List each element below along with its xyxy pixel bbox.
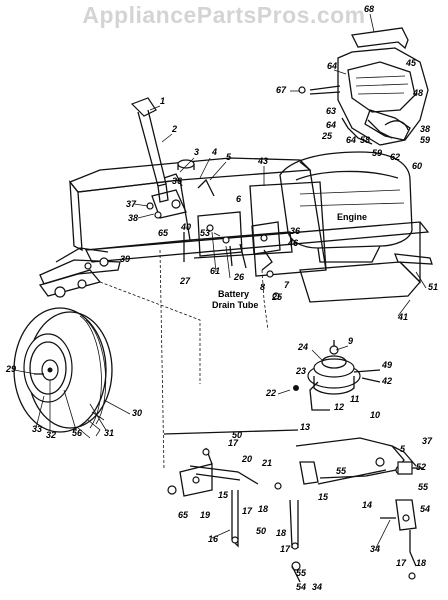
callout-68: 68 bbox=[364, 4, 374, 14]
callout-43: 43 bbox=[257, 156, 268, 166]
callout-7: 7 bbox=[284, 280, 290, 290]
callouts: 68 64 45 67 48 63 64 25 64 58 38 59 59 6… bbox=[5, 4, 438, 592]
callout-11: 11 bbox=[350, 394, 359, 404]
callout-34: 34 bbox=[312, 582, 322, 592]
rear-wheel bbox=[13, 307, 113, 439]
callout-50: 50 bbox=[232, 430, 242, 440]
shift-lever bbox=[130, 97, 215, 219]
callout-46: 46 bbox=[287, 238, 299, 248]
engine-assembly bbox=[298, 27, 429, 146]
callout-33: 33 bbox=[32, 424, 42, 434]
callout-17: 17 bbox=[280, 544, 291, 554]
callout-25: 25 bbox=[271, 292, 283, 302]
callout-18: 18 bbox=[416, 558, 426, 568]
callout-10: 10 bbox=[370, 410, 380, 420]
callout-64: 64 bbox=[346, 135, 356, 145]
callout-6: 6 bbox=[236, 194, 242, 204]
callout-62: 62 bbox=[390, 152, 400, 162]
callout-64: 64 bbox=[327, 61, 337, 71]
callout-55: 55 bbox=[418, 482, 429, 492]
callout-27: 27 bbox=[179, 276, 191, 286]
callout-59: 59 bbox=[372, 148, 382, 158]
callout-58: 58 bbox=[360, 135, 370, 145]
callout-51: 51 bbox=[428, 282, 438, 292]
callout-21: 21 bbox=[261, 458, 272, 468]
callout-17: 17 bbox=[228, 438, 239, 448]
callout-5: 5 bbox=[226, 152, 232, 162]
callout-5: 5 bbox=[400, 444, 406, 454]
callout-15: 15 bbox=[218, 490, 229, 500]
callout-65: 65 bbox=[158, 228, 169, 238]
lower-linkage bbox=[163, 429, 424, 583]
callout-22: 22 bbox=[265, 388, 276, 398]
callout-12: 12 bbox=[334, 402, 344, 412]
engine-label: Engine bbox=[337, 212, 367, 222]
rod-guide-line bbox=[159, 249, 165, 471]
callout-36: 36 bbox=[172, 176, 183, 186]
callout-38: 38 bbox=[128, 213, 138, 223]
callout-4: 4 bbox=[211, 147, 217, 157]
callout-39: 39 bbox=[120, 254, 130, 264]
drain-tube-label: Drain Tube bbox=[212, 300, 258, 310]
callout-23: 23 bbox=[295, 366, 306, 376]
callout-14: 14 bbox=[362, 500, 372, 510]
callout-15: 15 bbox=[318, 492, 329, 502]
callout-52: 52 bbox=[416, 462, 426, 472]
callout-25: 25 bbox=[321, 131, 333, 141]
pedal-bracket bbox=[197, 211, 281, 300]
callout-18: 18 bbox=[276, 528, 286, 538]
callout-36: 36 bbox=[290, 226, 301, 236]
callout-13: 13 bbox=[300, 422, 310, 432]
engine-pulley bbox=[293, 340, 381, 411]
callout-61: 61 bbox=[210, 266, 220, 276]
callout-49: 49 bbox=[381, 360, 392, 370]
callout-55: 55 bbox=[296, 568, 307, 578]
callout-2: 2 bbox=[171, 124, 177, 134]
watermark: AppliancePartsPros.com bbox=[82, 2, 366, 28]
callout-32: 32 bbox=[46, 430, 56, 440]
callout-54: 54 bbox=[296, 582, 306, 592]
callout-26: 26 bbox=[233, 272, 245, 282]
callout-17: 17 bbox=[242, 506, 253, 516]
callout-24: 24 bbox=[297, 342, 308, 352]
engine-shroud bbox=[279, 151, 413, 263]
callout-9: 9 bbox=[348, 336, 353, 346]
callout-29: 29 bbox=[5, 364, 16, 374]
callout-55: 55 bbox=[336, 466, 347, 476]
callout-16: 16 bbox=[208, 534, 219, 544]
callout-45: 45 bbox=[405, 58, 417, 68]
callout-59: 59 bbox=[420, 135, 430, 145]
callout-37: 37 bbox=[422, 436, 433, 446]
callout-8: 8 bbox=[260, 282, 265, 292]
callout-20: 20 bbox=[241, 454, 252, 464]
callout-54: 54 bbox=[420, 504, 430, 514]
callout-31: 31 bbox=[104, 428, 114, 438]
callout-34: 34 bbox=[370, 544, 380, 554]
callout-53: 53 bbox=[200, 228, 210, 238]
callout-65: 65 bbox=[178, 510, 189, 520]
battery-label: Battery bbox=[218, 289, 249, 299]
callout-3: 3 bbox=[194, 147, 199, 157]
callout-41: 41 bbox=[397, 312, 408, 322]
callout-63: 63 bbox=[326, 106, 336, 116]
callout-19: 19 bbox=[200, 510, 210, 520]
callout-42: 42 bbox=[381, 376, 392, 386]
callout-56: 56 bbox=[72, 428, 83, 438]
callout-18: 18 bbox=[258, 504, 268, 514]
callout-64: 64 bbox=[326, 120, 336, 130]
callout-48: 48 bbox=[412, 88, 423, 98]
callout-60: 60 bbox=[412, 161, 422, 171]
callout-50: 50 bbox=[256, 526, 266, 536]
callout-67: 67 bbox=[276, 85, 287, 95]
callout-17: 17 bbox=[396, 558, 407, 568]
callout-38: 38 bbox=[420, 124, 430, 134]
callout-37: 37 bbox=[126, 199, 137, 209]
callout-30: 30 bbox=[132, 408, 142, 418]
callout-1: 1 bbox=[160, 96, 165, 106]
callout-40: 40 bbox=[180, 222, 191, 232]
leader-lines bbox=[13, 13, 427, 549]
